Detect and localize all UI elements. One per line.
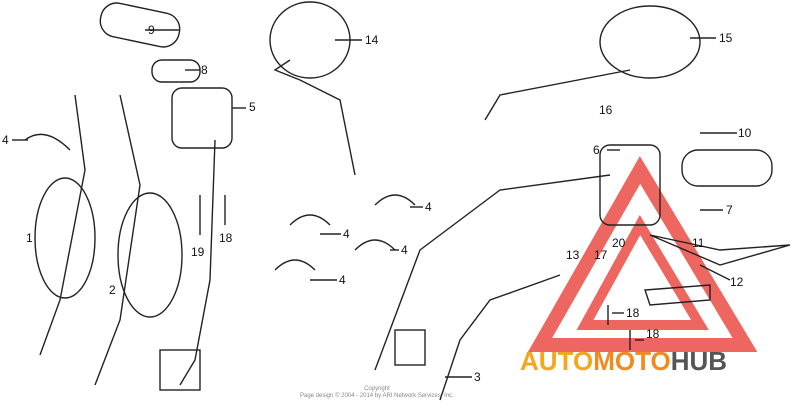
left-harness (179, 139, 216, 386)
copyright-text: Page design © 2004 - 2014 by ARI Network… (300, 393, 454, 399)
brake-switch-cable (439, 274, 561, 401)
right-grip (681, 149, 773, 187)
right-mirror-stem (484, 69, 631, 121)
callout-20: 20 (612, 236, 626, 250)
connectors (159, 329, 426, 391)
callout-5: 5 (249, 100, 256, 114)
right-switch-housing (599, 144, 661, 226)
callout-12: 12 (730, 275, 744, 289)
callout-4b: 4 (425, 200, 432, 214)
left-switch-housing (171, 87, 233, 149)
callout-18: 18 (219, 231, 233, 245)
clamps (24, 133, 416, 271)
clutch-cable-run (94, 94, 141, 386)
left-grip (99, 2, 181, 48)
left-mirror-stem (273, 59, 356, 176)
right-mirror (599, 5, 701, 79)
callout-11: 11 (692, 236, 705, 250)
right-harness (374, 174, 611, 371)
callout-18b: 18 (626, 306, 640, 320)
callout-1: 1 (26, 231, 33, 245)
callout-4: 4 (2, 133, 9, 147)
leader-lines (12, 29, 737, 378)
callout-15: 15 (719, 31, 733, 45)
callout-4e: 4 (339, 273, 346, 287)
callout-4c: 4 (343, 227, 350, 241)
callout-3: 3 (474, 370, 481, 384)
copyright-notice: Copyright Page design © 2004 - 2014 by A… (300, 386, 454, 400)
callout-16: 16 (599, 103, 613, 117)
throttle-cable (34, 177, 96, 299)
clutch-cable (117, 192, 183, 318)
callout-10: 10 (738, 126, 752, 140)
throttle-cable-run (39, 94, 86, 356)
callout-14: 14 (365, 33, 379, 47)
callout-labels: 9 8 14 15 5 4 1 2 19 18 16 10 6 7 4 4 4 … (2, 23, 752, 384)
callout-18c: 18 (646, 327, 660, 341)
grip-end (151, 59, 201, 83)
callout-19: 19 (191, 245, 205, 259)
brake-lever (649, 234, 791, 266)
callout-7: 7 (726, 203, 733, 217)
lever-bracket (644, 284, 711, 306)
callout-6: 6 (593, 143, 600, 157)
callout-13: 13 (566, 248, 580, 262)
callout-17: 17 (594, 248, 608, 262)
callout-2: 2 (109, 283, 116, 297)
bolts (199, 195, 631, 350)
copyright-title: Copyright (364, 386, 390, 392)
watermark-text: AUTOMOTOHUB (520, 346, 727, 376)
callout-8: 8 (201, 63, 208, 77)
watermark-logo (527, 156, 758, 352)
callout-9: 9 (148, 23, 155, 37)
callout-4d: 4 (401, 243, 408, 257)
